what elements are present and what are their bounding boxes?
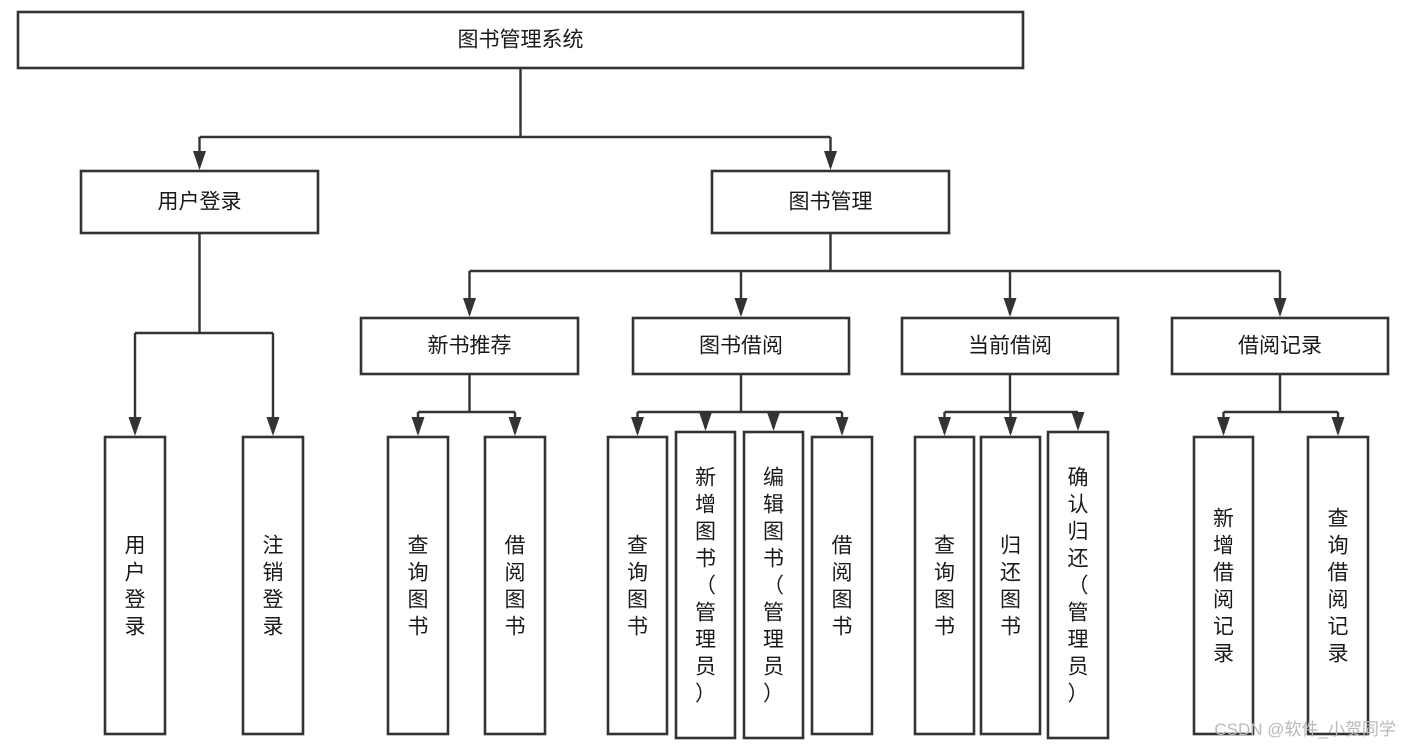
node-label: 借阅图书	[505, 535, 526, 639]
node-box	[386, 435, 450, 736]
node-box	[913, 435, 976, 736]
node-query-book[interactable]: 查询图书	[606, 435, 669, 736]
node-label: 借阅图书	[832, 535, 853, 639]
node-label: 查询图书	[408, 535, 429, 639]
node-label: 图书管理	[789, 191, 873, 214]
node-logout[interactable]: 注销登录	[241, 435, 305, 736]
node-label: 用户登录	[125, 535, 146, 639]
node-label: 查询图书	[627, 535, 648, 639]
node-current-borrow[interactable]: 当前借阅	[900, 316, 1120, 376]
arrow-head-icon	[1331, 417, 1345, 436]
node-label: 新书推荐	[428, 335, 512, 358]
arrow-head-icon	[767, 412, 780, 431]
node-borrow-book[interactable]: 借阅图书	[810, 435, 874, 736]
node-box	[674, 430, 737, 740]
arrow-head-icon	[193, 151, 206, 170]
node-box	[742, 430, 805, 740]
node-add-book-admin[interactable]: 新增图书（管理员）	[674, 430, 737, 740]
node-box	[103, 435, 167, 736]
node-box	[606, 435, 669, 736]
node-box	[359, 316, 580, 376]
node-borrow-book[interactable]: 借阅图书	[483, 435, 547, 736]
node-label: 归还图书	[1000, 535, 1021, 639]
node-add-borrow-record[interactable]: 新增借阅记录	[1192, 435, 1255, 736]
node-query-book[interactable]: 查询图书	[913, 435, 976, 736]
arrow-head-icon	[1071, 412, 1085, 431]
node-box	[1170, 316, 1390, 376]
node-box	[16, 10, 1025, 70]
node-box	[241, 435, 305, 736]
arrow-head-icon	[1217, 417, 1230, 436]
arrow-head-icon	[463, 298, 476, 317]
node-user-login[interactable]: 用户登录	[79, 169, 320, 235]
arrow-head-icon	[1003, 298, 1017, 317]
node-label: 注销登录	[263, 535, 284, 639]
node-label: 新增借阅记录	[1213, 508, 1234, 666]
node-label: 编辑图书（管理员）	[763, 467, 784, 706]
node-query-borrow-record[interactable]: 查询借阅记录	[1306, 435, 1370, 736]
node-box	[1192, 435, 1255, 736]
arrow-head-icon	[128, 417, 142, 436]
node-box	[483, 435, 547, 736]
node-box	[1306, 435, 1370, 736]
arrow-head-icon	[508, 417, 522, 436]
node-return-book[interactable]: 归还图书	[979, 435, 1042, 736]
arrow-head-icon	[1004, 417, 1017, 436]
node-book-management-system[interactable]: 图书管理系统	[16, 10, 1025, 70]
arrow-head-icon	[266, 417, 280, 436]
node-label: 用户登录	[158, 191, 242, 214]
arrow-head-icon	[734, 298, 748, 317]
node-label: 图书借阅	[699, 335, 783, 358]
node-label: 确认归还（管理员）	[1068, 467, 1089, 706]
arrow-head-icon	[631, 417, 644, 436]
node-box	[710, 169, 951, 235]
arrow-head-icon	[824, 151, 837, 170]
node-edit-book-admin[interactable]: 编辑图书（管理员）	[742, 430, 805, 740]
node-borrow-record[interactable]: 借阅记录	[1170, 316, 1390, 376]
node-new-book-recommend[interactable]: 新书推荐	[359, 316, 580, 376]
node-confirm-return-admin[interactable]: 确认归还（管理员）	[1046, 430, 1110, 740]
node-box	[79, 169, 320, 235]
connector-layer	[128, 68, 1345, 436]
node-box	[810, 435, 874, 736]
node-box	[1046, 430, 1110, 740]
node-layer: 图书管理系统用户登录图书管理新书推荐图书借阅当前借阅借阅记录用户登录注销登录查询…	[16, 10, 1390, 740]
arrow-head-icon	[938, 417, 951, 436]
arrow-head-icon	[699, 412, 712, 431]
node-box	[900, 316, 1120, 376]
node-book-management[interactable]: 图书管理	[710, 169, 951, 235]
node-label: 新增图书（管理员）	[695, 467, 716, 706]
node-label: 当前借阅	[968, 335, 1052, 358]
node-user-login[interactable]: 用户登录	[103, 435, 167, 736]
csdn-watermark: CSDN @软件_小贺同学	[1214, 720, 1396, 739]
node-box	[979, 435, 1042, 736]
node-label: 查询借阅记录	[1328, 508, 1349, 666]
node-query-book[interactable]: 查询图书	[386, 435, 450, 736]
node-label: 查询图书	[934, 535, 955, 639]
node-box	[631, 316, 851, 376]
node-label: 借阅记录	[1238, 335, 1322, 358]
arrow-head-icon	[1273, 298, 1287, 317]
node-book-borrow[interactable]: 图书借阅	[631, 316, 851, 376]
arrow-head-icon	[835, 417, 849, 436]
arrow-head-icon	[411, 417, 425, 436]
node-label: 图书管理系统	[458, 29, 584, 52]
